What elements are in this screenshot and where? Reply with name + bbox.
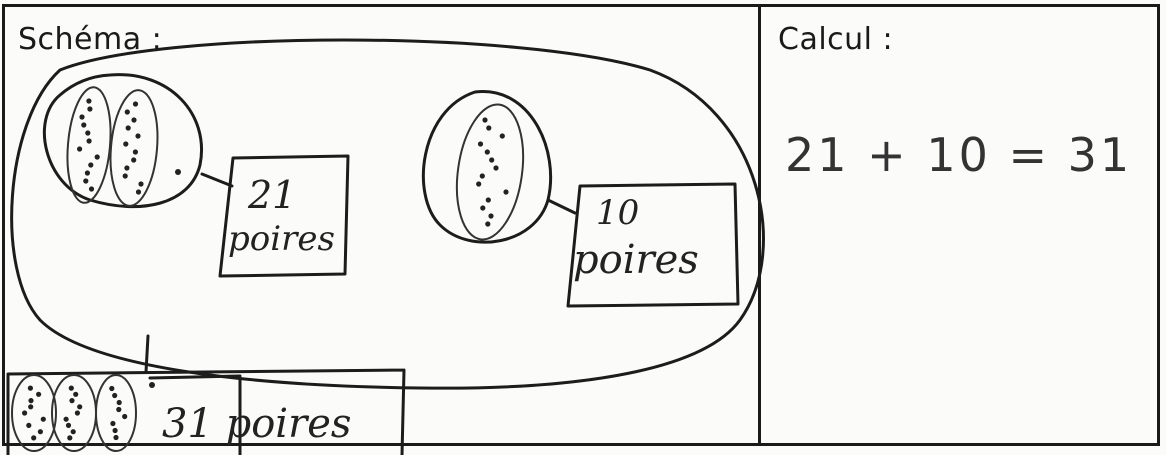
pear-dot: [85, 130, 90, 135]
pear-dot: [123, 173, 128, 178]
pear-dot: [31, 435, 36, 440]
pear-group-2: [106, 88, 162, 208]
pear-dot: [67, 435, 72, 440]
pear-dot: [73, 392, 78, 397]
calcul-title: Calcul :: [778, 22, 893, 57]
pear-dot: [485, 221, 490, 226]
pear-dot: [149, 382, 155, 388]
pear-dot: [41, 417, 46, 422]
pear-dot: [482, 117, 487, 122]
pear-dot: [87, 106, 92, 111]
pear-dot: [79, 114, 84, 119]
pear-dot: [38, 429, 43, 434]
pear-dot: [22, 410, 27, 415]
pear-dot: [77, 146, 82, 151]
label-10-word: poires: [573, 240, 699, 280]
pear-dot: [112, 393, 117, 398]
pear-dot: [81, 122, 86, 127]
pear-dot: [126, 125, 131, 130]
pear-dot: [87, 138, 92, 143]
pear-dot: [77, 404, 82, 409]
pear-dot: [133, 149, 138, 154]
pear-dot: [486, 197, 491, 202]
pear-dot: [175, 169, 181, 175]
label-21-number: 21: [248, 176, 296, 214]
pear-dot: [26, 423, 31, 428]
pear-dot: [135, 133, 140, 138]
pear-dot: [136, 189, 141, 194]
pear-dot: [28, 404, 33, 409]
label-31: 31 poires: [162, 404, 351, 444]
pear-dot: [28, 398, 33, 403]
pear-dot: [86, 98, 91, 103]
pear-dot: [124, 165, 129, 170]
pear-dot: [36, 392, 41, 397]
pear-dot: [66, 423, 71, 428]
pear-dot: [488, 213, 493, 218]
calculation: 21 + 10 = 31: [785, 128, 1132, 182]
pear-dot: [122, 414, 127, 419]
pear-dot: [131, 117, 136, 122]
pear-dot: [480, 173, 485, 178]
pear-dot: [489, 157, 494, 162]
label-10-number: 10: [596, 196, 639, 230]
pear-dot: [28, 386, 33, 391]
pear-dot: [89, 186, 94, 191]
pear-dot: [69, 386, 74, 391]
pear-dot: [131, 157, 136, 162]
pear-dot: [110, 421, 115, 426]
pear-dot: [85, 170, 90, 175]
pear-dot: [83, 178, 88, 183]
pear-dot: [123, 141, 128, 146]
pear-dot: [95, 154, 100, 159]
pear-dot: [113, 435, 118, 440]
pear-dot: [88, 162, 93, 167]
pear-dot: [64, 417, 69, 422]
pear-dot: [71, 429, 76, 434]
pear-dot: [478, 141, 483, 146]
pear-dot: [75, 410, 80, 415]
pear-group-5: [52, 375, 96, 451]
pear-dot: [476, 181, 481, 186]
label-21-word: poires: [228, 222, 335, 256]
pear-dot: [500, 133, 505, 138]
schema-title: Schéma :: [18, 22, 162, 57]
pear-group-3: [449, 100, 531, 244]
pear-dot: [493, 165, 498, 170]
pear-dot: [113, 428, 118, 433]
pear-dot: [69, 398, 74, 403]
set-10-circle: [423, 91, 550, 242]
pear-dot: [485, 149, 490, 154]
pear-dot: [125, 109, 130, 114]
pear-dot: [138, 181, 143, 186]
pear-dot: [480, 205, 485, 210]
pear-dot: [116, 407, 121, 412]
pear-dot: [117, 400, 122, 405]
pear-dot: [109, 386, 114, 391]
pear-dot: [503, 189, 508, 194]
pear-dot: [486, 125, 491, 130]
total-set-loop: [12, 40, 764, 388]
pear-dot: [133, 101, 138, 106]
